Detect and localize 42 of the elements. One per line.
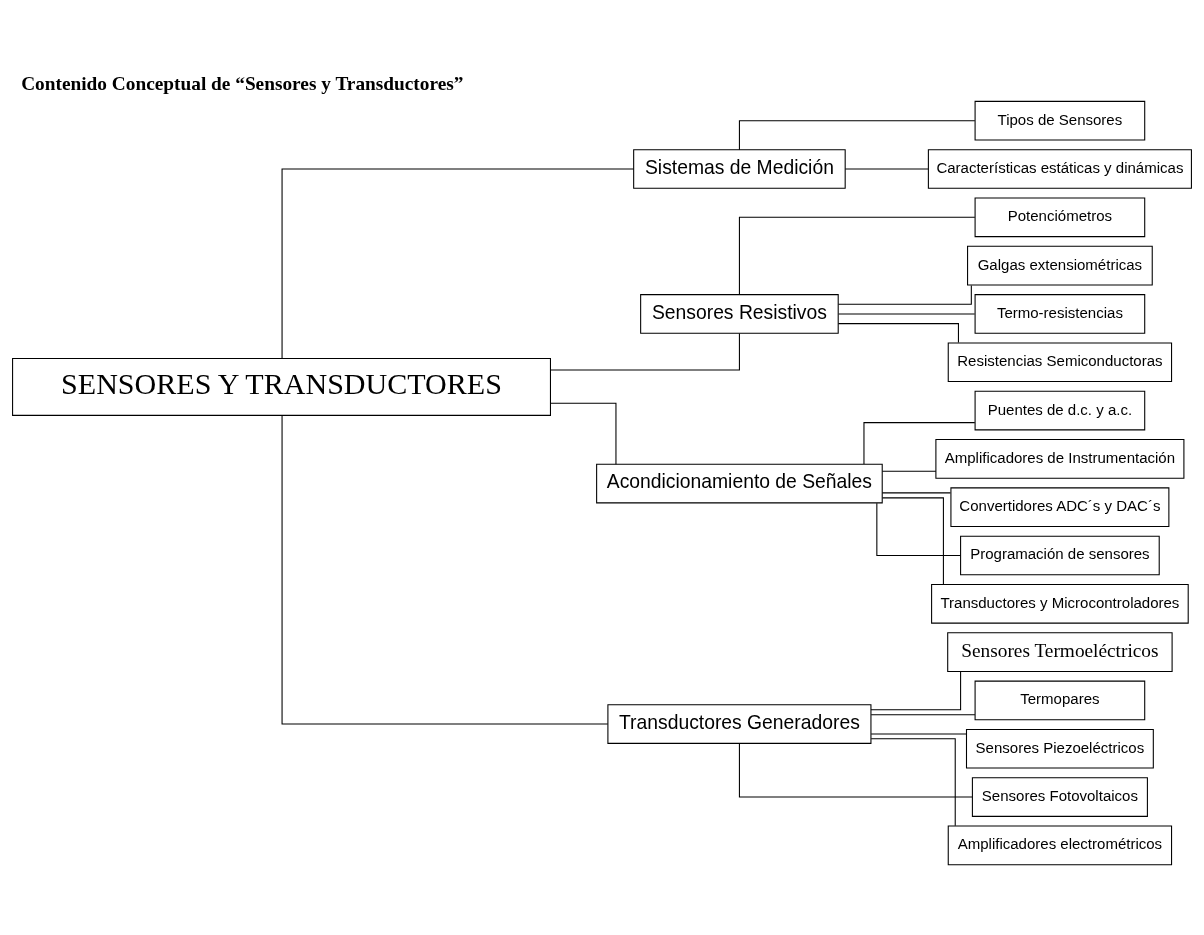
node-box: Transductores Generadores [607, 703, 872, 744]
node-box: Sensores Resistivos [640, 293, 839, 334]
connector [881, 491, 951, 493]
node-box: SENSORES Y TRANSDUCTORES [12, 357, 551, 416]
node-box: Sensores Piezoeléctricos [965, 728, 1154, 769]
node-box: Termo-resistencias [974, 293, 1146, 334]
node-box: Sensores Fotovoltaicos [971, 776, 1148, 817]
connector [870, 670, 962, 710]
node-box: Transductores y Microcontroladores [931, 583, 1189, 624]
node-box: Galgas extensiométricas [967, 245, 1153, 285]
connector [738, 742, 973, 798]
connector [738, 119, 976, 150]
node-box: Convertidores ADC´s y DAC´s [950, 486, 1170, 527]
connector [550, 332, 740, 371]
connector [837, 322, 959, 343]
connector [881, 496, 944, 585]
connector [876, 502, 961, 556]
node-box: Sensores Termoeléctricos [947, 631, 1173, 672]
connector [281, 414, 609, 725]
node-box: Programación de sensores [960, 535, 1160, 575]
node-box: Termopares [974, 680, 1146, 720]
node-box: Puentes de d.c. y a.c. [974, 390, 1146, 430]
node-box: Amplificadores de Instrumentación [935, 438, 1185, 479]
node-box: Amplificadores electrométricos [947, 825, 1173, 865]
node-box: Resistencias Semiconductoras [947, 341, 1173, 382]
node-box: Sistemas de Medición [633, 148, 846, 189]
node-box: Acondicionamiento de Señales [596, 463, 883, 503]
connector [844, 167, 929, 170]
connector [738, 216, 976, 295]
connector [870, 713, 976, 715]
connector [550, 402, 617, 465]
node-box: Tipos de Sensores [974, 100, 1146, 141]
connector [837, 284, 972, 305]
connector [881, 470, 937, 472]
connector [870, 737, 956, 826]
connector [870, 733, 967, 735]
connector [281, 167, 635, 359]
connector [863, 421, 976, 464]
connector [838, 312, 976, 314]
node-box: Características estáticas y dinámicas [927, 148, 1192, 189]
diagram-title: Contenido Conceptual de “Sensores y Transductores” [21, 72, 464, 94]
node-box: Potenciómetros [974, 196, 1146, 237]
